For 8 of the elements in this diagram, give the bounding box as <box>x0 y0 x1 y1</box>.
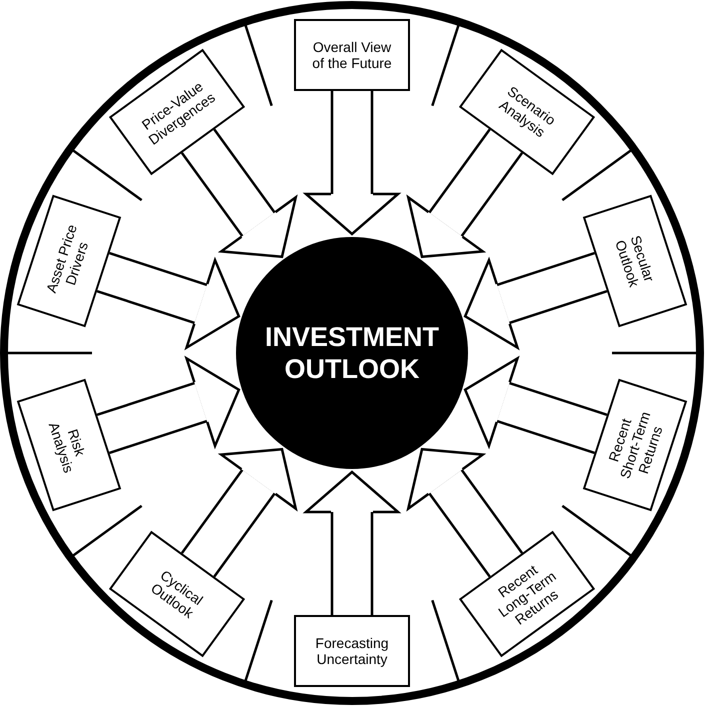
box-label: Forecasting Uncertainty <box>314 635 390 667</box>
box-label: Overall View of the Future <box>311 39 393 71</box>
hub-label: INVESTMENT OUTLOOK <box>264 321 440 385</box>
box-label: Asset Price Drivers <box>41 221 92 297</box>
factor-box <box>294 19 410 91</box>
factor-box <box>294 615 410 687</box>
box-label: Secular Outlook <box>612 232 659 291</box>
box-label: Risk Analysis <box>44 419 89 477</box>
